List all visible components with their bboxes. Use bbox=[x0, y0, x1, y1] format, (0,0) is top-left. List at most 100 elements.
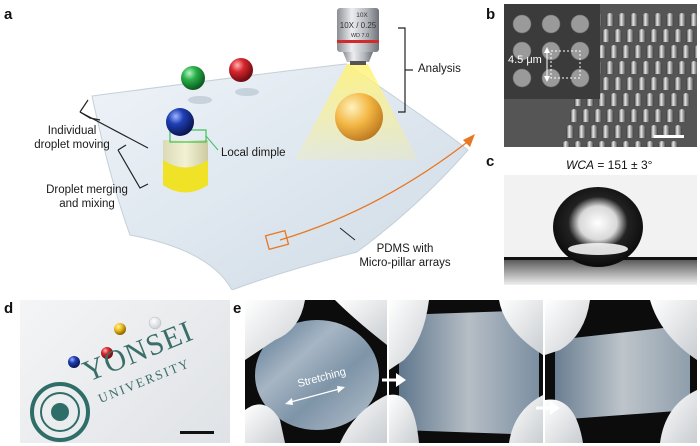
droplet-profile-graphic bbox=[504, 187, 697, 285]
sem-pillar bbox=[610, 93, 618, 106]
sem-pillar bbox=[642, 61, 650, 74]
sem-pillar bbox=[678, 13, 686, 26]
sem-pillar bbox=[626, 125, 634, 138]
sem-pillar bbox=[690, 61, 697, 74]
sem-pillar bbox=[638, 77, 646, 90]
panel-c-letter: c bbox=[486, 153, 495, 170]
sem-pillar bbox=[658, 45, 666, 58]
sem-pillar bbox=[562, 141, 570, 147]
sem-pillar bbox=[682, 93, 690, 106]
sem-pillar bbox=[670, 93, 678, 106]
sem-pillar bbox=[650, 29, 658, 42]
sem-pillar bbox=[626, 77, 634, 90]
sem-pillar bbox=[646, 141, 654, 147]
wca-text: WCA = 151 ± 3° bbox=[566, 158, 652, 172]
sem-pillar bbox=[618, 13, 626, 26]
sem-pillar bbox=[634, 141, 642, 147]
sem-image: 4.5 μm bbox=[504, 4, 697, 147]
sem-pillar bbox=[662, 29, 670, 42]
sem-pillar bbox=[686, 77, 694, 90]
analysis-label: Analysis bbox=[418, 63, 461, 75]
sem-pillar bbox=[610, 45, 618, 58]
droplet-shadow bbox=[188, 96, 212, 104]
sem-pillar bbox=[614, 77, 622, 90]
red-droplet-photo bbox=[101, 347, 113, 359]
sem-pillar bbox=[654, 61, 662, 74]
sem-pillar bbox=[614, 29, 622, 42]
merging-bracket bbox=[117, 144, 149, 189]
sem-pillar bbox=[630, 13, 638, 26]
sem-pillar bbox=[678, 61, 686, 74]
logo-photo-graphic bbox=[30, 316, 214, 442]
sem-pillar bbox=[578, 125, 586, 138]
sem-pillar bbox=[638, 29, 646, 42]
schematic-illustration: 10X 10X / 0.25 WD 7.0 bbox=[79, 8, 475, 290]
arrow-1-2 bbox=[382, 373, 406, 387]
pdms-pointer bbox=[339, 227, 356, 241]
individual-droplet-label: Individual droplet moving bbox=[22, 124, 122, 152]
sem-pillar bbox=[606, 109, 614, 122]
objective-text-3: WD 7.0 bbox=[351, 33, 369, 39]
sem-pillar bbox=[638, 125, 646, 138]
sem-pillar bbox=[666, 61, 674, 74]
sem-pillar bbox=[594, 109, 602, 122]
sem-pillar bbox=[682, 45, 690, 58]
stretch-photo-3 bbox=[545, 300, 697, 443]
wca-value: = 151 ± 3° bbox=[597, 158, 653, 172]
objective-lens: 10X 10X / 0.25 WD 7.0 bbox=[337, 8, 379, 65]
dimple-pointer bbox=[205, 135, 219, 151]
sem-pillar bbox=[622, 45, 630, 58]
individual-line-1: Individual bbox=[47, 125, 97, 137]
stretch-graphic-2 bbox=[389, 300, 543, 443]
objective-text-2: 10X / 0.25 bbox=[340, 21, 377, 30]
pdms-label: PDMS with Micro-pillar arrays bbox=[350, 242, 460, 270]
objective-text-1: 10X bbox=[356, 12, 368, 19]
sem-pillar bbox=[630, 61, 638, 74]
sem-pillar bbox=[634, 45, 642, 58]
stretch-photo-1: Stretching bbox=[245, 300, 387, 443]
stretch-photo-2 bbox=[389, 300, 543, 443]
sem-pillar bbox=[570, 109, 578, 122]
sem-pillar bbox=[694, 45, 697, 58]
university-seal bbox=[30, 382, 90, 442]
sem-scale-text: 4.5 μm bbox=[508, 54, 542, 66]
sem-pillar bbox=[606, 13, 614, 26]
sem-pillar bbox=[646, 93, 654, 106]
yellow-droplet bbox=[163, 160, 208, 193]
sem-pillar bbox=[614, 125, 622, 138]
green-droplet bbox=[181, 66, 205, 90]
blue-droplet-photo bbox=[68, 356, 80, 368]
pdms-line-2: Micro-pillar arrays bbox=[359, 257, 451, 269]
sem-pillar bbox=[670, 141, 678, 147]
sem-pillar bbox=[582, 109, 590, 122]
photo-scale-bar bbox=[180, 431, 214, 434]
orange-connector bbox=[279, 139, 471, 241]
sem-pillar bbox=[674, 29, 682, 42]
contact-angle-image bbox=[504, 175, 697, 285]
sem-pillar bbox=[618, 61, 626, 74]
merging-line-1: Droplet merging bbox=[46, 184, 128, 196]
sem-pillar bbox=[630, 109, 638, 122]
sem-pillar bbox=[590, 125, 598, 138]
droplet-shadow bbox=[235, 88, 259, 96]
sem-pillar bbox=[602, 125, 610, 138]
local-dimple-label: Local dimple bbox=[221, 147, 286, 159]
sem-pillar bbox=[686, 29, 694, 42]
sem-pillar bbox=[622, 141, 630, 147]
wca-label: WCA bbox=[566, 158, 594, 172]
sem-pillar bbox=[622, 93, 630, 106]
panel-b-letter: b bbox=[486, 6, 496, 23]
individual-line-2: droplet moving bbox=[34, 139, 110, 151]
sem-pillar bbox=[674, 125, 682, 138]
sem-pillar bbox=[670, 45, 678, 58]
orange-droplet bbox=[335, 93, 383, 141]
sem-pillar bbox=[610, 141, 618, 147]
clear-droplet-photo bbox=[148, 316, 162, 330]
sem-pillar bbox=[658, 93, 666, 106]
sem-pillar bbox=[662, 77, 670, 90]
sem-pillar bbox=[654, 13, 662, 26]
sem-pillar bbox=[674, 77, 682, 90]
sem-pillar bbox=[602, 29, 610, 42]
sem-pillar bbox=[642, 13, 650, 26]
sem-pillar bbox=[650, 77, 658, 90]
